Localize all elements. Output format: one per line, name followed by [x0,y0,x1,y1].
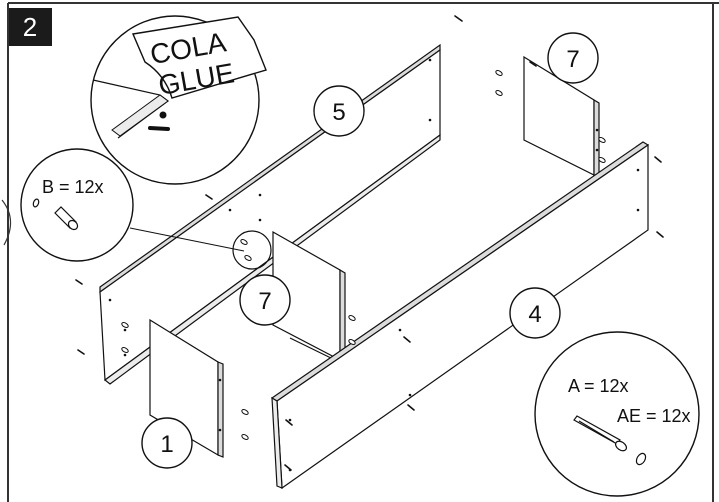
glue-detail-circle: COLA GLUE [90,15,267,185]
screw-icon [573,415,647,466]
dowel-icon [32,198,79,231]
screw-quantity-label: A = 12x [568,376,629,396]
part-number-5: 5 [332,99,345,126]
part-label-7-back: 7 [547,32,599,84]
screw-marks [75,15,664,471]
part-number-1: 1 [160,431,173,458]
part-number-7-front: 7 [258,288,271,315]
part-number-4: 4 [528,301,541,328]
part-label-5: 5 [313,85,365,137]
panel-7-back [523,55,600,177]
dowel-target-circle [232,230,272,270]
cap-quantity-label: AE = 12x [617,406,691,426]
part-label-7-front: 7 [239,274,291,326]
screw-detail-circle: A = 12x AE = 12x [534,331,700,497]
step-number-badge: 2 [8,8,52,46]
edge-arc [1,199,12,246]
part-label-4: 4 [509,287,561,339]
panel-4 [270,141,650,490]
part-label-1: 1 [141,417,193,469]
part-number-7-back: 7 [566,46,579,73]
page-frame [7,2,719,502]
dowel-quantity-label: B = 12x [42,177,104,197]
cap-icon [635,452,647,466]
dowel-detail-circle: B = 12x [20,148,245,262]
dowel-marks [121,70,606,440]
